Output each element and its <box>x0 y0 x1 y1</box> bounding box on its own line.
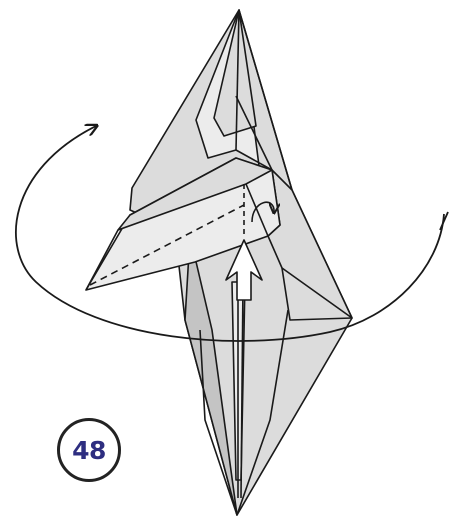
origami-model <box>86 10 352 515</box>
step-number: 48 <box>72 438 106 463</box>
step-number-badge: 48 <box>57 418 121 482</box>
